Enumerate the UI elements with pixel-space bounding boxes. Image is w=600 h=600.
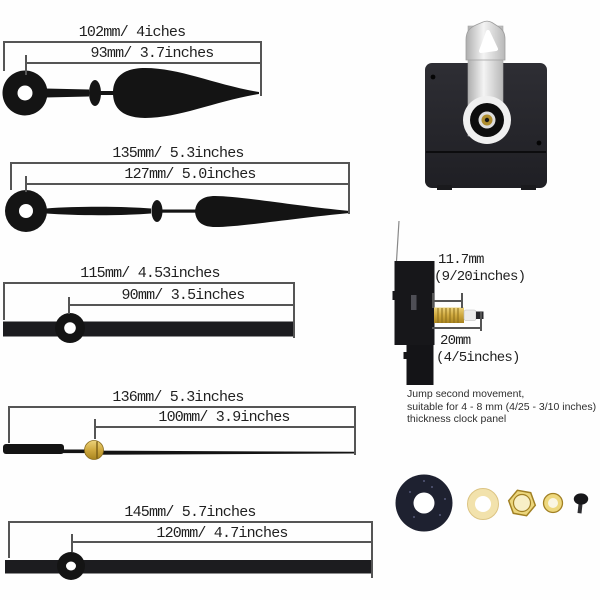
dimension-line xyxy=(10,162,350,164)
second-hand-icon xyxy=(3,440,355,460)
hand2-total-length-label: 135mm/ 5.3inches xyxy=(112,145,244,162)
plastic-washer-icon xyxy=(467,488,499,520)
dimension-tick xyxy=(8,406,10,443)
spade-hour-hand-icon xyxy=(2,68,259,118)
movement-note-line1: Jump second movement, xyxy=(407,388,525,400)
dimension-tick xyxy=(293,282,295,338)
dimension-tick xyxy=(461,293,463,308)
dimension-tick xyxy=(260,41,262,96)
dimension-tick xyxy=(94,419,96,439)
movement-note-line3: thickness clock panel xyxy=(407,413,507,425)
dimension-tick xyxy=(10,162,12,190)
dimension-tick xyxy=(348,162,350,214)
clock-movement-side-icon xyxy=(392,220,484,385)
hand5-blade-length-label: 120mm/ 4.7inches xyxy=(156,525,288,542)
dimension-line xyxy=(432,327,482,329)
movement-note: Jump second movement, suitable for 4 - 8… xyxy=(407,388,596,426)
dimension-tick xyxy=(8,521,10,558)
dimension-line xyxy=(8,406,355,408)
dimension-tick xyxy=(71,534,73,552)
dimension-tick xyxy=(354,406,356,455)
screw-pin-icon xyxy=(573,493,589,514)
dimension-line xyxy=(3,282,294,284)
hand4-blade-length-label: 100mm/ 3.9inches xyxy=(158,409,290,426)
dimension-line xyxy=(3,41,262,43)
shaft-thread-in-label: (9/20inches) xyxy=(434,269,526,285)
hand1-blade-length-label: 93mm/ 3.7inches xyxy=(90,45,214,62)
round-nut-icon xyxy=(542,492,564,514)
dimension-line xyxy=(68,304,294,306)
dimension-tick xyxy=(3,41,5,71)
hand4-total-length-label: 136mm/ 5.3inches xyxy=(112,389,244,406)
movement-note-line2: suitable for 4 - 8 mm (4/25 - 3/10 inche… xyxy=(407,400,597,413)
dimension-tick xyxy=(3,282,5,320)
hand1-total-length-label: 102mm/ 4iches xyxy=(78,24,186,41)
dimension-tick xyxy=(68,297,70,314)
dimension-line xyxy=(432,300,463,302)
clock-movement-front-icon xyxy=(425,20,547,190)
hand3-blade-length-label: 90mm/ 3.5inches xyxy=(121,287,245,304)
spade-minute-hand-icon xyxy=(5,190,350,232)
hand3-total-length-label: 115mm/ 4.53inches xyxy=(80,265,220,282)
dimension-tick xyxy=(480,312,482,331)
shaft-total-mm-label: 20mm xyxy=(440,333,471,349)
hand5-total-length-label: 145mm/ 5.7inches xyxy=(124,504,256,521)
dimension-line xyxy=(25,183,349,185)
straight-minute-hand-icon xyxy=(5,552,373,580)
dimension-tick xyxy=(371,521,373,578)
dimension-line xyxy=(8,521,373,523)
hand2-blade-length-label: 127mm/ 5.0inches xyxy=(124,166,256,183)
dimension-tick xyxy=(25,176,27,192)
dimension-tick xyxy=(432,293,434,308)
rubber-washer-icon xyxy=(395,474,453,532)
dimension-line xyxy=(94,426,355,428)
shaft-total-in-label: (4/5inches) xyxy=(436,350,520,366)
shaft-thread-mm-label: 11.7mm xyxy=(438,252,484,268)
dimension-tick xyxy=(25,55,27,75)
dimension-line xyxy=(25,62,261,64)
straight-hour-hand-icon xyxy=(3,313,294,343)
hex-nut-icon xyxy=(507,489,537,517)
dimension-line xyxy=(71,541,373,543)
